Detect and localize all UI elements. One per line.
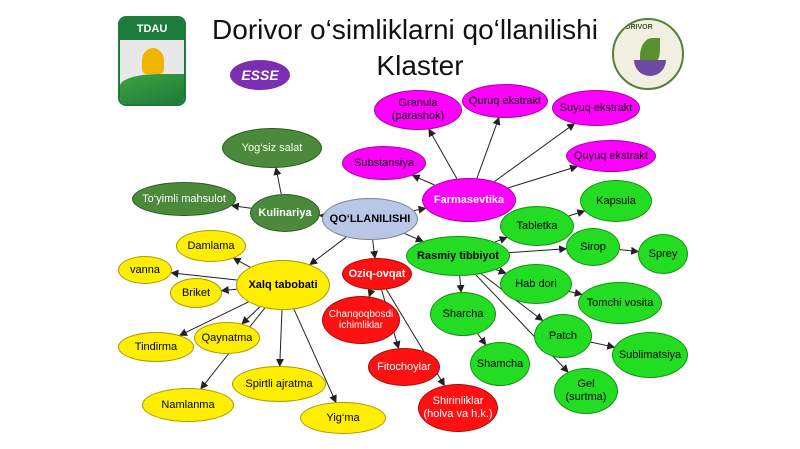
dorivor-logo: DORIVOR xyxy=(612,18,684,90)
connector-arrow xyxy=(413,205,427,214)
connector-arrow xyxy=(273,166,282,195)
connector-arrow xyxy=(590,341,616,350)
connector-arrow xyxy=(476,116,501,179)
node-tindirma: Tindirma xyxy=(118,332,194,362)
node-kapsula: Kapsula xyxy=(580,180,652,222)
node-substansiya: Substansiya xyxy=(342,146,426,180)
connector-arrow xyxy=(404,233,424,243)
connector-arrow xyxy=(370,239,379,260)
tdau-logo-text: TDAU xyxy=(120,18,184,40)
connector-arrow xyxy=(477,333,487,346)
connector-arrow xyxy=(569,288,583,297)
connector-arrow xyxy=(293,309,337,404)
node-briket: Briket xyxy=(170,278,222,308)
node-rasmiy-tibbiyot: Rasmiy tibbiyot xyxy=(406,236,510,276)
node-tomchi-vosita: Tomchi vosita xyxy=(578,282,662,324)
center-node: QO‘LLANILISHI xyxy=(322,198,418,240)
node-yigma: Yig‘ma xyxy=(300,402,386,434)
connector-arrow xyxy=(178,301,249,336)
node-quyuq-ekstrakt: Quyuq ekstrakt xyxy=(566,140,656,172)
connector-arrow xyxy=(456,275,465,294)
node-kulinariya: Kulinariya xyxy=(250,194,320,232)
node-fitochoylar: Fitochoylar xyxy=(368,348,440,386)
node-xalq-tabobati: Xalq tabobati xyxy=(236,260,330,310)
node-granula: Granula (parashok) xyxy=(374,90,462,130)
connector-arrow xyxy=(276,309,285,368)
connector-arrow xyxy=(241,306,261,325)
connector-arrow xyxy=(428,128,458,179)
dorivor-logo-text: DORIVOR xyxy=(620,24,653,31)
node-oziq-ovqat: Oziq-ovqat xyxy=(342,258,412,290)
connector-arrow xyxy=(170,269,238,281)
connector-arrow xyxy=(309,236,347,266)
connector-arrow xyxy=(494,236,508,244)
node-damlama: Damlama xyxy=(176,230,246,262)
node-vanna: vanna xyxy=(118,256,172,284)
node-suyuq-ekstrakt: Suyuq ekstrakt xyxy=(552,90,640,126)
node-shirinliklar: Shirinliklar (holva va h.k.) xyxy=(418,384,498,432)
node-sublimatsiya: Sublimatsiya xyxy=(612,332,688,378)
node-sprey: Sprey xyxy=(638,234,688,274)
connector-arrow xyxy=(232,257,251,268)
wheat-icon xyxy=(142,48,164,74)
node-tabletka: Tabletka xyxy=(500,206,574,246)
connector-arrow xyxy=(367,288,376,298)
node-chanqoqbosdi: Chanqoqbosdi ichimliklar xyxy=(322,296,400,344)
field-icon xyxy=(120,74,184,104)
connector-arrow xyxy=(568,209,586,217)
node-farmasevtika: Farmasevtika xyxy=(422,178,516,222)
title-line-1: Dorivor o‘simliklarni qo‘llanilishi xyxy=(212,14,598,45)
title-line-2: Klaster xyxy=(376,50,464,81)
node-sharcha: Sharcha xyxy=(430,292,496,336)
node-spirtli-ajratma: Spirtli ajratma xyxy=(232,366,326,402)
page-title: Dorivor o‘simliklarni qo‘llanilishi Klas… xyxy=(180,12,630,84)
connector-arrow xyxy=(508,164,579,189)
node-toyimli-mahsulot: To‘yimli mahsulot xyxy=(132,182,236,216)
node-patch: Patch xyxy=(534,314,592,358)
mortar-icon xyxy=(634,60,666,76)
node-namlanma: Namlanma xyxy=(142,388,234,422)
esse-badge: ESSE xyxy=(230,60,290,90)
connector-arrow xyxy=(220,286,237,294)
connector-arrow xyxy=(495,267,507,275)
node-gel: Gel (surtma) xyxy=(554,368,618,414)
node-sirop: Sirop xyxy=(566,228,620,266)
connector-arrow xyxy=(494,123,576,182)
tdau-logo: TDAU xyxy=(118,16,186,106)
node-quruq-ekstrakt: Quruq ekstrakt xyxy=(462,84,548,118)
connector-arrow xyxy=(230,202,252,211)
connector-arrow xyxy=(509,245,568,254)
connector-arrow xyxy=(619,246,640,255)
node-yogsiz-salat: Yog‘siz salat xyxy=(222,128,322,168)
node-hab-dori: Hab dori xyxy=(500,264,572,304)
connector-arrow xyxy=(411,174,435,186)
node-shamcha: Shamcha xyxy=(470,342,530,386)
node-qaynatma: Qaynatma xyxy=(194,322,260,354)
